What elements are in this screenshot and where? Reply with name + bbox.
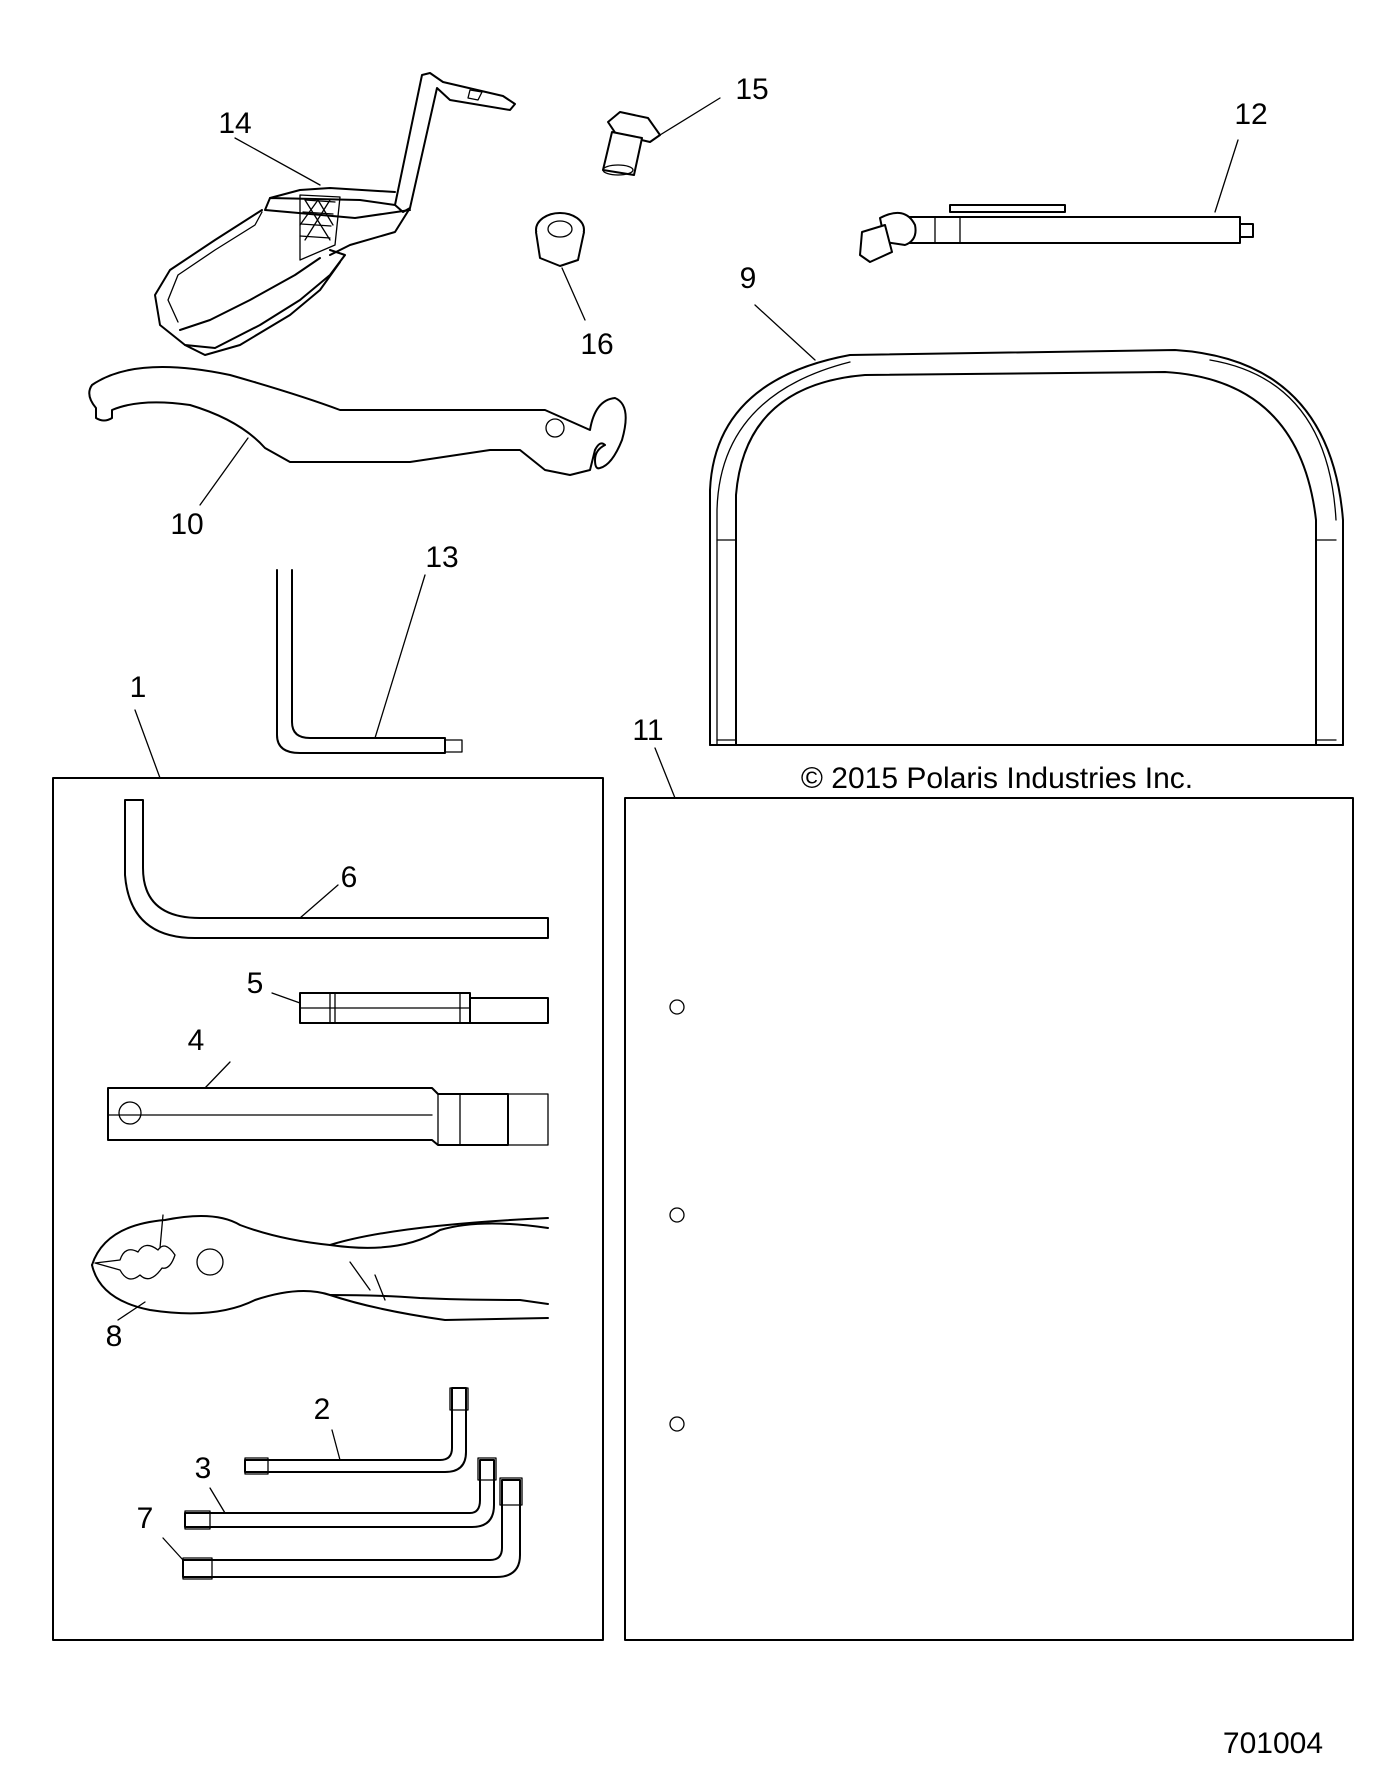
part-6-hex-key (124, 799, 549, 939)
part-15-bolt (602, 97, 721, 176)
callout-5: 5 (247, 967, 264, 1000)
callout-11: 11 (632, 714, 663, 747)
part-7-torx-key (162, 1477, 523, 1580)
callout-7: 7 (137, 1502, 154, 1535)
callout-4: 4 (188, 1024, 205, 1057)
box-11-manual (624, 747, 1354, 1641)
callout-16: 16 (580, 328, 613, 361)
callout-12: 12 (1234, 98, 1267, 131)
part-8-pliers (91, 1214, 549, 1321)
part-13-hex-key (276, 569, 463, 754)
callout-15: 15 (735, 73, 768, 106)
callout-2: 2 (314, 1393, 331, 1426)
part-4-plug-wrench (107, 1061, 549, 1146)
part-3-torx-key (184, 1457, 497, 1530)
callout-8: 8 (106, 1320, 123, 1353)
part-2-torx-key (244, 1387, 469, 1475)
part-9-frame (709, 304, 1344, 746)
callout-13: 13 (425, 541, 458, 574)
drawing-number: 701004 (1223, 1727, 1323, 1760)
part-5-socket (271, 992, 549, 1024)
callout-1: 1 (130, 671, 147, 704)
callout-labels: 1 2 3 4 5 6 7 8 9 10 11 12 13 14 15 16 (106, 73, 1268, 1535)
part-16-nut (535, 212, 586, 321)
box-1-toolkit (52, 709, 604, 1641)
callout-6: 6 (341, 861, 358, 894)
callout-14: 14 (218, 107, 251, 140)
callout-10: 10 (170, 508, 203, 541)
copyright-text: © 2015 Polaris Industries Inc. (801, 762, 1193, 795)
callout-9: 9 (740, 262, 757, 295)
callout-3: 3 (195, 1452, 212, 1485)
part-12-pin (859, 139, 1254, 263)
part-14-strap (154, 72, 516, 356)
part-10-spanner (88, 366, 627, 506)
